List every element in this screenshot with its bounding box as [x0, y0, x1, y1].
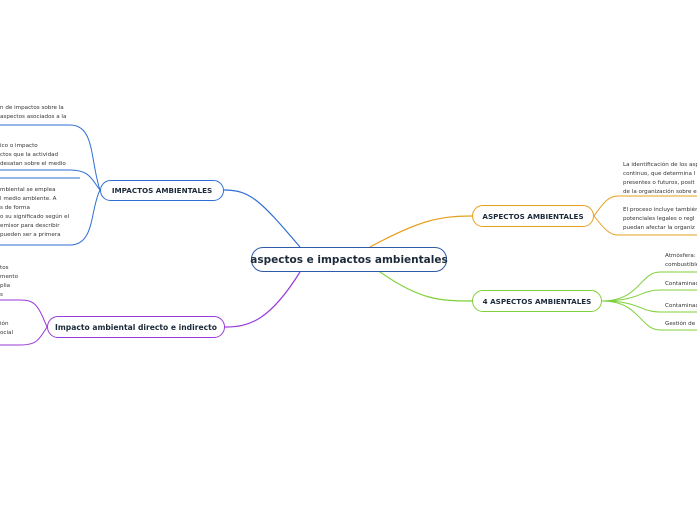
leaf-directo-2[interactable]: ión ocial — [0, 320, 13, 338]
leaf-cuatro-4[interactable]: Gestión de — [665, 320, 695, 329]
link-central-cuatro — [379, 271, 473, 302]
leaf-aspectos-1[interactable]: La identificación de los asp continuo, q… — [623, 161, 697, 197]
link-cuatro-leaf-4 — [601, 300, 697, 331]
leaf-text-line: ico o impacto — [0, 143, 38, 149]
link-impactos-leaf-2 — [0, 169, 101, 191]
link-central-impactos — [223, 189, 301, 248]
link-impactos-leaf-3 — [0, 189, 101, 246]
leaf-text-line: desatan sobre el medio — [0, 161, 66, 167]
leaf-cuatro-2[interactable]: Contaminac — [665, 280, 697, 289]
link-impactos-leaf-1 — [0, 124, 101, 191]
leaf-text-line: potenciales legales o regl — [623, 216, 695, 222]
leaf-text-line: plia — [0, 283, 11, 289]
branch-impactos-label: IMPACTOS AMBIENTALES — [111, 186, 213, 195]
leaf-cuatro-1[interactable]: Atmósfera: combustible — [665, 252, 697, 270]
leaf-text-line: tos — [0, 265, 9, 271]
central-topic[interactable]: aspectos e impactos ambientales — [250, 247, 448, 272]
leaf-text-line: continuo, que determina l — [623, 171, 696, 177]
branch-impactos-ambientales[interactable]: IMPACTOS AMBIENTALES — [100, 180, 224, 201]
leaf-text-line: El proceso incluye también — [623, 207, 697, 213]
link-cuatro-leaf-1 — [601, 271, 697, 302]
leaf-text-line: de la organización sobre e — [623, 189, 697, 195]
link-cuatro-leaf-2 — [601, 289, 697, 302]
leaf-directo-1[interactable]: tos mento plia s — [0, 264, 18, 300]
leaf-text-line: ctos que la actividad — [0, 152, 59, 158]
branch-aspectos-ambientales[interactable]: ASPECTOS AMBIENTALES — [472, 205, 594, 227]
leaf-text-line: ión — [0, 321, 9, 327]
link-directo-leaf-2 — [0, 326, 48, 346]
leaf-text-line: pueden ser a primera — [0, 232, 61, 238]
leaf-text-line: o su significado según el — [0, 214, 70, 220]
link-directo-leaf-1 — [0, 299, 48, 328]
link-aspectos-leaf-2 — [593, 215, 697, 236]
leaf-text-line: Gestión de — [665, 321, 696, 327]
leaf-text-line: ocial — [0, 330, 14, 336]
leaf-text-line: emisor para describir — [0, 223, 60, 229]
branch-4-aspectos-ambientales[interactable]: 4 ASPECTOS AMBIENTALES — [472, 290, 602, 312]
link-central-aspectos — [369, 215, 473, 248]
leaf-text-line: mento — [0, 274, 19, 280]
link-central-directo — [224, 271, 301, 328]
leaf-text-line: Atmósfera: — [665, 253, 696, 259]
leaf-impactos-1[interactable]: n de impactos sobre la aspectos asociado… — [0, 104, 66, 122]
leaf-text-line: presentes o futuros, posit — [623, 180, 695, 186]
leaf-text-line: s de forma — [0, 205, 30, 211]
link-aspectos-leaf-1 — [593, 195, 697, 217]
leaf-text-line: l medio ambiente. A — [0, 196, 57, 202]
leaf-text-line: mbiental se emplea — [0, 187, 56, 193]
branch-directo-label: Impacto ambiental directo e indirecto — [55, 322, 217, 332]
leaf-aspectos-2[interactable]: El proceso incluye también potenciales l… — [623, 206, 697, 233]
leaf-text-line: Contaminac — [665, 303, 697, 309]
leaf-text-line: Contaminac — [665, 281, 697, 287]
leaf-impactos-3[interactable]: mbiental se emplea l medio ambiente. A s… — [0, 186, 69, 240]
branch-cuatro-label: 4 ASPECTOS AMBIENTALES — [482, 296, 592, 306]
leaf-cuatro-3[interactable]: Contaminac — [665, 302, 697, 311]
leaf-text-line: puedan afectar la organiz — [623, 225, 695, 231]
branch-aspectos-label: ASPECTOS AMBIENTALES — [482, 211, 584, 221]
leaf-text-line: s — [0, 292, 3, 298]
leaf-impactos-2[interactable]: ico o impacto ctos que la actividad desa… — [0, 142, 66, 169]
leaf-text-line: combustible — [665, 262, 697, 268]
leaf-text-line: n de impactos sobre la — [0, 105, 64, 111]
leaf-text-line: La identificación de los asp — [623, 162, 697, 168]
leaf-text-line: aspectos asociados a la — [0, 114, 67, 120]
central-topic-label: aspectos e impactos ambientales — [250, 253, 448, 266]
link-cuatro-leaf-3 — [601, 300, 697, 313]
branch-impacto-directo-indirecto[interactable]: Impacto ambiental directo e indirecto — [47, 316, 225, 338]
